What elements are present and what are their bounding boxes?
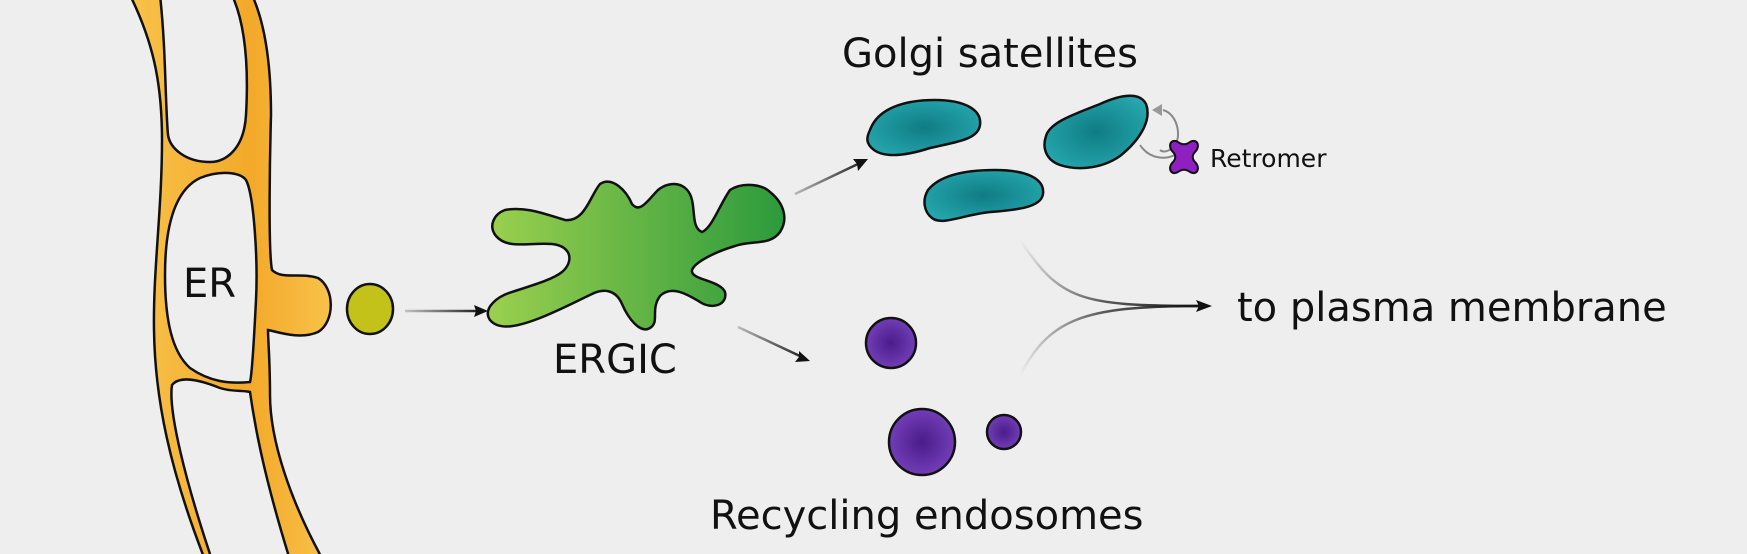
endosome [985, 413, 1023, 451]
golgi-satellite [866, 98, 982, 157]
plasma-membrane-label: to plasma membrane [1237, 285, 1667, 331]
er-network [130, 0, 332, 554]
golgi-satellite [923, 168, 1045, 223]
endosome [887, 407, 957, 477]
retromer-arrowhead [1152, 104, 1162, 116]
arrow-ergic-to-endosomes [737, 325, 810, 362]
golgi-satellite [1043, 94, 1149, 170]
er-label: ER [183, 261, 237, 307]
retromer-label: Retromer [1210, 144, 1327, 173]
ergic-compartment [486, 180, 786, 331]
recycling-endosomes [864, 316, 1023, 477]
golgi-satellites-label: Golgi satellites [842, 31, 1138, 77]
retromer-cycle [1139, 104, 1199, 174]
ergic-label: ERGIC [553, 337, 677, 383]
arrow-ergic-to-golgi [794, 159, 868, 196]
arrow-to-plasma-membrane [1018, 239, 1212, 376]
transport-vesicle [345, 282, 395, 336]
endosome [864, 316, 918, 370]
recycling-endosomes-label: Recycling endosomes [710, 493, 1144, 539]
retromer-icon [1169, 140, 1199, 174]
arrow-er-to-ergic [405, 305, 488, 317]
golgi-satellites [866, 94, 1149, 223]
